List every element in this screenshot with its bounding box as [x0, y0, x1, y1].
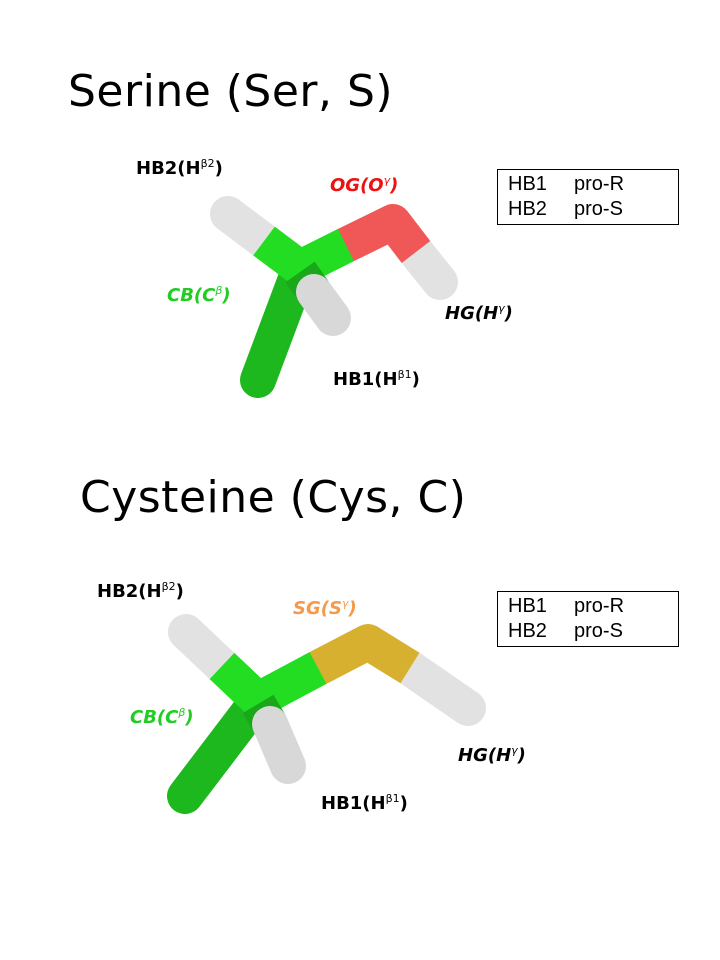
cysteine-legend: HB1 pro-R HB2 pro-S — [497, 591, 679, 647]
legend-atom: HB2 — [508, 198, 547, 220]
cysteine-model — [167, 614, 486, 814]
cysteine-hb1-bond-h — [252, 706, 306, 784]
serine-label-cb: CB(Cβ) — [167, 284, 231, 306]
legend-config: pro-S — [574, 198, 623, 220]
serine-label-hb2: HB2(Hβ2) — [136, 157, 223, 179]
serine-hb2-bond-h — [210, 196, 282, 259]
cysteine-label-sg: SG(Sγ) — [293, 597, 357, 619]
legend-row: HB1 pro-R — [508, 594, 668, 619]
cysteine-label-hg: HG(Hγ) — [458, 744, 526, 766]
serine-label-hb1: HB1(Hβ1) — [333, 368, 420, 390]
serine-og-bond-o — [328, 204, 411, 263]
cysteine-sg-bond-s — [300, 624, 386, 686]
cysteine-hb2-bond-h — [168, 614, 240, 684]
legend-atom: HB1 — [508, 595, 547, 617]
legend-config: pro-R — [574, 595, 625, 617]
cysteine-hg-bond-h — [392, 650, 486, 726]
serine-label-og: OG(Oγ) — [330, 174, 399, 196]
serine-hb1-bond-h — [296, 274, 351, 336]
cysteine-label-hb1: HB1(Hβ1) — [321, 792, 408, 814]
legend-config: pro-S — [574, 620, 623, 642]
serine-title: Serine (Ser, S) — [68, 66, 394, 117]
legend-atom: HB1 — [508, 173, 547, 195]
legend-row: HB2 pro-S — [508, 619, 668, 644]
serine-legend: HB1 pro-R HB2 pro-S — [497, 169, 679, 225]
serine-label-hg: HG(Hγ) — [445, 302, 513, 324]
serine-model — [210, 196, 458, 398]
legend-row: HB1 pro-R — [508, 172, 668, 197]
legend-row: HB2 pro-S — [508, 197, 668, 222]
cysteine-label-cb: CB(Cβ) — [130, 706, 194, 728]
cysteine-label-hb2: HB2(Hβ2) — [97, 580, 184, 602]
serine-hg-bond-h — [398, 234, 458, 300]
legend-atom: HB2 — [508, 620, 547, 642]
legend-config: pro-R — [574, 173, 625, 195]
cysteine-title: Cysteine (Cys, C) — [80, 472, 467, 523]
